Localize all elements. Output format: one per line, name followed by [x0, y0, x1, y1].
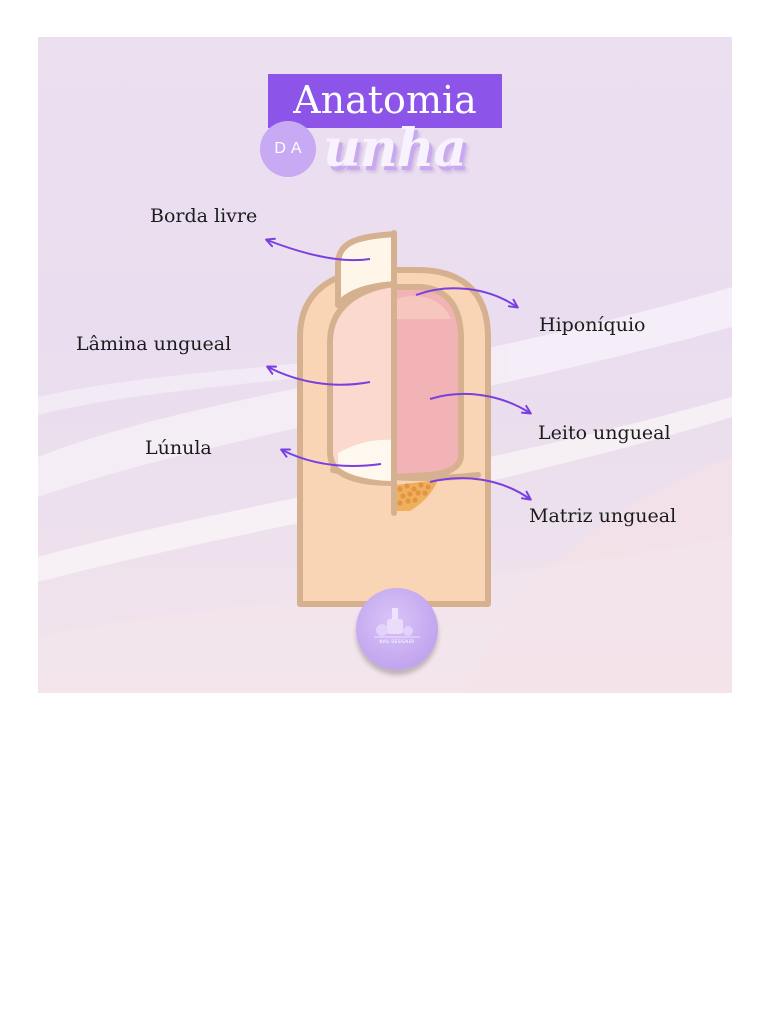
label-borda-livre: Borda livre — [150, 205, 258, 227]
label-matriz-ungueal: Matriz ungueal — [529, 505, 677, 527]
nail-bed-half — [391, 284, 464, 480]
arrow-borda-livre — [265, 237, 371, 262]
arrow-lunula — [280, 448, 382, 467]
title-connector: DA — [274, 140, 307, 157]
lunula-shape — [338, 439, 394, 481]
label-lunula: Lúnula — [145, 437, 212, 459]
arrow-lamina-ungueal — [266, 365, 371, 386]
title-banner — [268, 74, 502, 128]
logo-text: NAIL DESIGNER — [379, 639, 415, 644]
anatomy-poster: Anatomia DA unha Borda livre Lâmina ungu… — [38, 37, 732, 693]
title-script: unha — [323, 118, 467, 179]
brand-logo: NAIL DESIGNER — [356, 588, 438, 670]
title-main: Anatomia — [293, 78, 477, 122]
hyponychium-shape — [397, 296, 451, 319]
arrow-leito-ungueal — [429, 392, 532, 415]
connector-circle — [260, 121, 316, 177]
label-hiponiquio: Hiponíquio — [539, 314, 646, 336]
matrix-dots — [397, 482, 431, 506]
label-lamina-ungueal: Lâmina ungueal — [76, 333, 232, 355]
nail-polish-icon — [374, 608, 420, 638]
arrow-matriz-ungueal — [429, 477, 532, 501]
label-leito-ungueal: Leito ungueal — [538, 422, 671, 444]
arrow-hiponiquio — [415, 287, 519, 309]
